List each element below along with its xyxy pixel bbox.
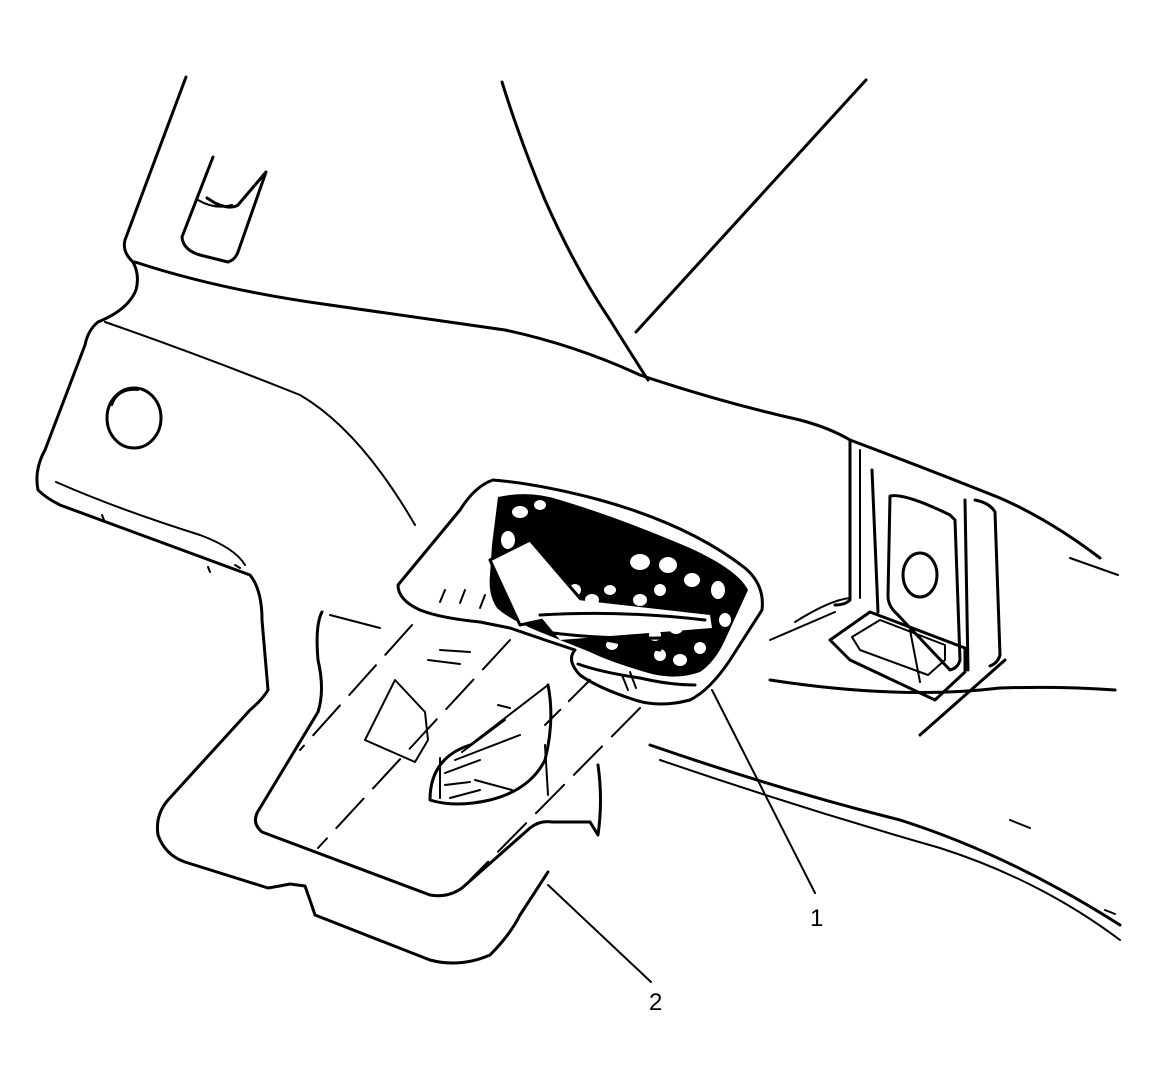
callout-label-1: 1 <box>810 905 823 932</box>
electrical-connector <box>396 478 764 706</box>
callout-label-2: 2 <box>649 989 662 1016</box>
hinge-bracket <box>828 468 1007 737</box>
leader-lines <box>547 689 816 983</box>
door-structure <box>500 78 1122 941</box>
leader-line-2 <box>547 884 652 983</box>
body-panel <box>35 75 852 965</box>
leader-line-1 <box>711 689 816 894</box>
mounting-bracket <box>254 610 641 898</box>
